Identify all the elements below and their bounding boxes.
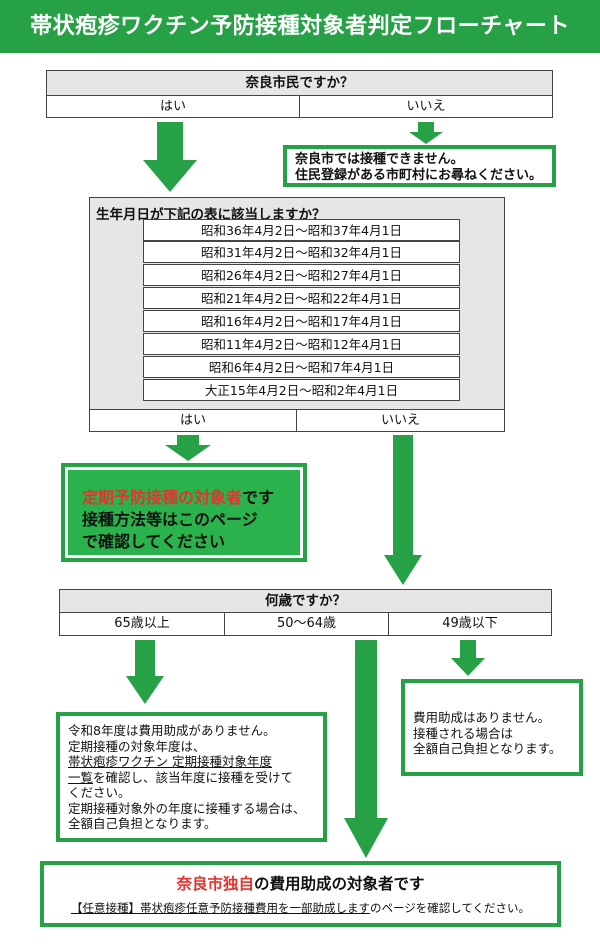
arrow-down-icon [165,435,211,461]
under49-line1: 費用助成はありません。 [413,710,551,725]
subsidy-box: 奈良市独自の費用助成の対象者です 【任意接種】帯状疱疹任意予防接種費用を一部助成… [40,861,561,927]
answer-age-65-plus: 65歳以上 [59,612,225,636]
routine-line3: で確認してください [82,532,226,551]
over65-line7: 全額自己負担となります。 [68,816,217,831]
routine-line2: 接種方法等はこのページ [82,510,258,529]
table-row: 昭和31年4月2日～昭和32年4月1日 [143,241,460,263]
over65-link-cont[interactable]: 一覧 [68,769,94,785]
over65-info-box: 令和8年度は費用助成がありません。 定期接種の対象年度は、 帯状疱疹ワクチン 定… [56,712,327,842]
arrow-down-icon [409,122,443,144]
table-row: 昭和26年4月2日～昭和27年4月1日 [143,264,460,286]
routine-line1: です [242,488,275,507]
not-eligible-box: 奈良市では接種できません。 住民登録がある市町村にお尋ねください。 [283,145,556,187]
under49-info-box: 費用助成はありません。 接種される場合は 全額自己負担となります。 [401,679,583,776]
answer-resident-no: いいえ [299,95,553,118]
answer-resident-yes: はい [46,95,300,118]
arrow-down-icon [451,640,485,676]
routine-eligible-box: 定期予防接種の対象者です 接種方法等はこのページ で確認してください [68,470,300,555]
question-age: 何歳ですか？ [59,589,552,613]
answer-birthdate-no: いいえ [296,409,505,432]
table-row: 昭和16年4月2日～昭和17年4月1日 [143,310,460,332]
arrow-down-icon [344,640,388,858]
over65-line5: ください。 [68,785,131,800]
arrow-down-icon [384,435,422,585]
over65-line2: 定期接種の対象年度は、 [68,738,206,754]
over65-line1: 令和8年度は費用助成がありません。 [68,723,276,738]
question-resident: 奈良市民ですか？ [46,70,553,96]
under49-line2: 接種される場合は [413,725,514,741]
subsidy-link[interactable]: 【任意接種】帯状疱疹任意予防接種費用を一部助成します [70,901,370,915]
subsidy-highlight: 奈良市独自 [176,875,254,893]
routine-outer-box: 定期予防接種の対象者です 接種方法等はこのページ で確認してください [61,463,307,562]
arrow-down-icon [126,640,164,704]
over65-line6: 定期接種対象外の年度に接種する場合は、 [68,800,306,816]
subsidy-line2: のページを確認してください。 [369,901,531,915]
table-row: 昭和11年4月2日～昭和12年4月1日 [143,333,460,355]
over65-line4: を確認し、該当年度に接種を受けて [93,769,294,785]
subsidy-line1: の費用助成の対象者です [254,875,425,893]
page-title: 帯状疱疹ワクチン予防接種対象者判定フローチャート [0,0,600,53]
table-row: 大正15年4月2日～昭和2年4月1日 [143,379,460,401]
routine-highlight: 定期予防接種の対象者 [82,488,243,507]
under49-line3: 全額自己負担となります。 [413,741,562,756]
over65-link[interactable]: 帯状疱疹ワクチン 定期接種対象年度 [68,754,272,769]
table-row: 昭和6年4月2日～昭和7年4月1日 [143,356,460,378]
table-row: 昭和21年4月2日～昭和22年4月1日 [143,287,460,309]
not-eligible-line1: 奈良市では接種できません。 [295,152,464,167]
answer-birthdate-yes: はい [89,409,297,432]
not-eligible-line2: 住民登録がある市町村にお尋ねください。 [295,168,543,183]
table-row: 昭和36年4月2日～昭和37年4月1日 [143,219,460,241]
answer-age-under-49: 49歳以下 [388,612,552,636]
arrow-down-icon [143,122,197,192]
answer-age-50-64: 50～64歳 [224,612,389,636]
